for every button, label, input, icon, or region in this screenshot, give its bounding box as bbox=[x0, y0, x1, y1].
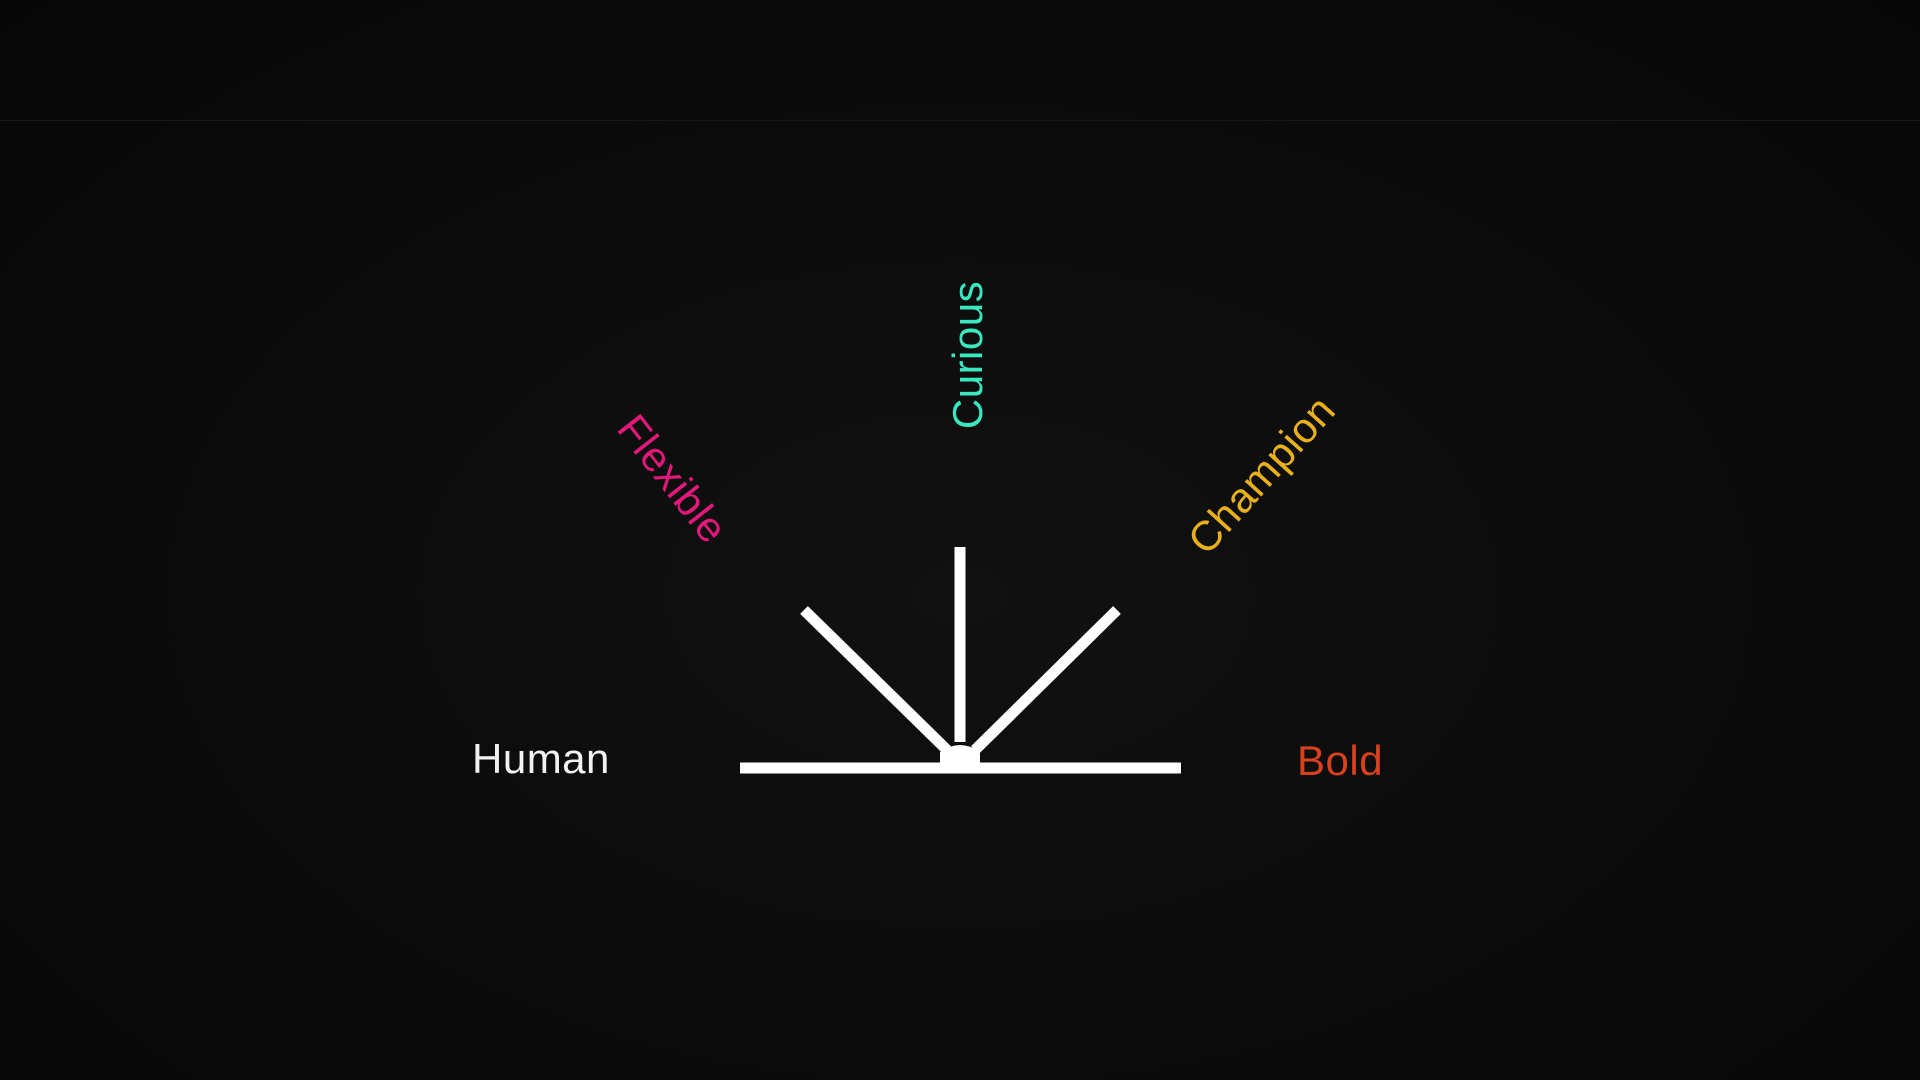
emblem-ray-right bbox=[971, 606, 1121, 754]
divider-line bbox=[0, 120, 1920, 121]
value-label-curious: Curious bbox=[944, 280, 992, 430]
value-label-bold: Bold bbox=[1297, 737, 1384, 784]
emblem-ray-left bbox=[800, 606, 951, 754]
emblem-center-joint bbox=[940, 745, 980, 768]
value-label-human: Human bbox=[472, 735, 610, 782]
